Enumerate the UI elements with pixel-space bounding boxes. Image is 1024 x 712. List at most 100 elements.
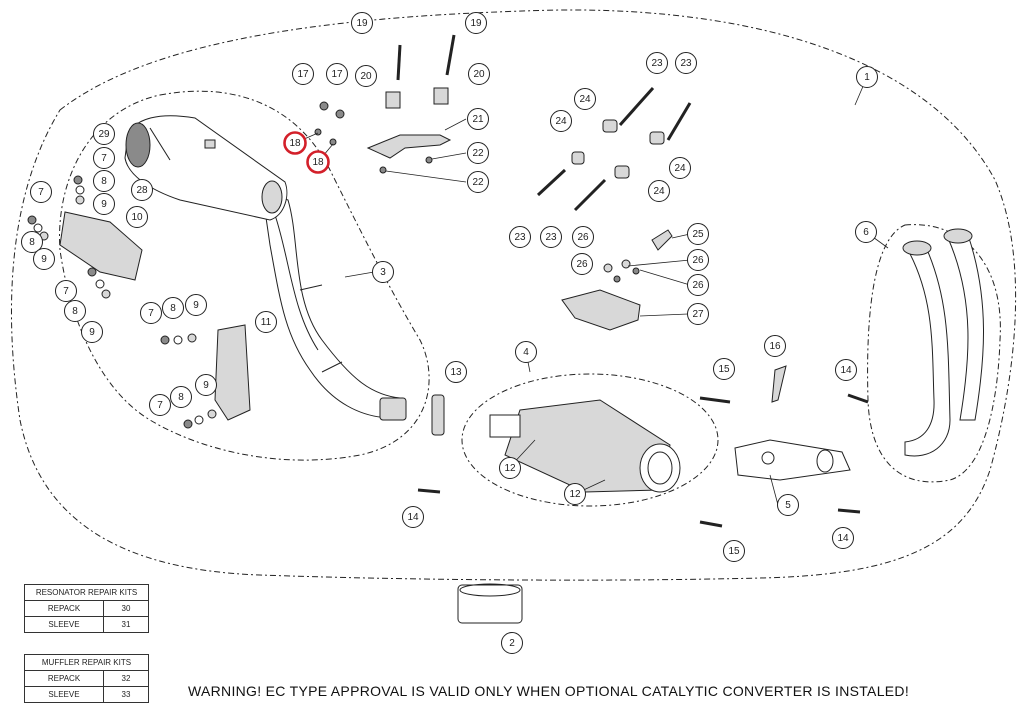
part-label-25: 25	[687, 223, 709, 245]
part-label-7: 7	[93, 147, 115, 169]
part-number: 7	[148, 308, 154, 319]
bracket-13-drawing	[431, 394, 445, 436]
part-label-17-2: 17	[326, 63, 348, 85]
bushing-20b-drawing	[433, 87, 449, 105]
part-label-17: 17	[292, 63, 314, 85]
part-label-8: 8	[93, 170, 115, 192]
part-number: 6	[863, 227, 869, 238]
part-number: 5	[785, 500, 791, 511]
resonator-kits-title: RESONATOR REPAIR KITS	[24, 584, 149, 601]
part-label-6: 6	[855, 221, 877, 243]
part-label-24-2: 24	[550, 110, 572, 132]
part-number: 8	[29, 237, 35, 248]
part-label-23-3: 23	[509, 226, 531, 248]
part-number: 27	[692, 309, 704, 320]
part-label-24: 24	[574, 88, 596, 110]
part-label-20: 20	[355, 65, 377, 87]
part-number: 24	[579, 94, 591, 105]
part-label-27: 27	[687, 303, 709, 325]
part-number: 2	[509, 638, 515, 649]
part-number: 3	[380, 267, 386, 278]
part-number: 26	[692, 280, 704, 291]
part-label-22-2: 22	[467, 171, 489, 193]
kit-name: REPACK	[24, 600, 104, 617]
table-row: SLEEVE 31	[24, 616, 149, 633]
spacer-24c-drawing	[571, 151, 585, 165]
fastener-drawings	[27, 101, 640, 429]
part-label-23: 23	[646, 52, 668, 74]
part-label-8-4: 8	[162, 297, 184, 319]
part-label-8-5: 8	[170, 386, 192, 408]
kit-name: SLEEVE	[24, 686, 104, 703]
part-number: 14	[407, 512, 419, 523]
part-label-26-2: 26	[571, 253, 593, 275]
part-number: 21	[472, 114, 484, 125]
assembly-outline	[11, 9, 1017, 581]
part-number: 15	[728, 546, 740, 557]
part-label-10: 10	[126, 206, 148, 228]
bracket-27-drawing	[561, 289, 641, 331]
part-label-24-3: 24	[669, 157, 691, 179]
kit-number: 31	[103, 616, 149, 633]
part-number: 16	[769, 341, 781, 352]
part-number: 15	[718, 364, 730, 375]
part-number: 12	[569, 489, 581, 500]
part-number: 28	[136, 185, 148, 196]
spacer-24d-drawing	[614, 165, 630, 179]
part-number: 7	[157, 400, 163, 411]
part-number: 8	[101, 176, 107, 187]
part-number: 9	[41, 254, 47, 265]
header-pipe-drawing	[261, 189, 407, 421]
part-label-28: 28	[131, 179, 153, 201]
warning-text: WARNING! EC TYPE APPROVAL IS VALID ONLY …	[188, 683, 910, 699]
part-number: 24	[674, 163, 686, 174]
spacer-24a-drawing	[602, 119, 618, 133]
part-label-29: 29	[93, 123, 115, 145]
downpipe-drawing	[902, 228, 984, 457]
part-label-18: 18	[283, 131, 307, 155]
part-label-7-5: 7	[149, 394, 171, 416]
part-label-15-2: 15	[723, 540, 745, 562]
part-number: 19	[356, 18, 368, 29]
part-number: 24	[653, 186, 665, 197]
kit-name: REPACK	[24, 670, 104, 687]
part-label-4: 4	[515, 341, 537, 363]
catalytic-converter-drawing	[734, 439, 851, 481]
part-number: 25	[692, 229, 704, 240]
table-row: SLEEVE 33	[24, 686, 149, 703]
bolt-23b-drawing	[666, 102, 692, 141]
table-row: REPACK 30	[24, 600, 149, 617]
part-number: 24	[555, 116, 567, 127]
part-number: 9	[89, 327, 95, 338]
part-number: 7	[63, 286, 69, 297]
part-label-26: 26	[572, 226, 594, 248]
part-label-13: 13	[445, 361, 467, 383]
part-number: 4	[523, 347, 529, 358]
part-number: 7	[38, 187, 44, 198]
part-label-11: 11	[255, 311, 277, 333]
part-label-9: 9	[93, 193, 115, 215]
part-label-3: 3	[372, 261, 394, 283]
bracket-10-drawing	[59, 211, 143, 281]
bolt-23a-drawing	[618, 87, 655, 126]
part-number: 26	[692, 255, 704, 266]
part-number: 19	[470, 18, 482, 29]
part-number: 8	[72, 306, 78, 317]
part-label-9-3: 9	[81, 321, 103, 343]
part-number: 14	[837, 533, 849, 544]
part-number: 23	[545, 232, 557, 243]
part-label-26-3: 26	[687, 249, 709, 271]
part-number: 23	[651, 58, 663, 69]
bolt-19b-drawing	[445, 34, 456, 76]
part-label-14: 14	[402, 506, 424, 528]
part-label-7-3: 7	[55, 280, 77, 302]
part-label-19: 19	[351, 12, 373, 34]
bushing-20a-drawing	[385, 91, 401, 109]
spacer-24b-drawing	[649, 131, 665, 145]
part-number: 9	[101, 199, 107, 210]
part-number: 22	[472, 148, 484, 159]
part-number: 17	[331, 69, 343, 80]
part-number: 20	[360, 71, 372, 82]
part-label-9-4: 9	[185, 294, 207, 316]
